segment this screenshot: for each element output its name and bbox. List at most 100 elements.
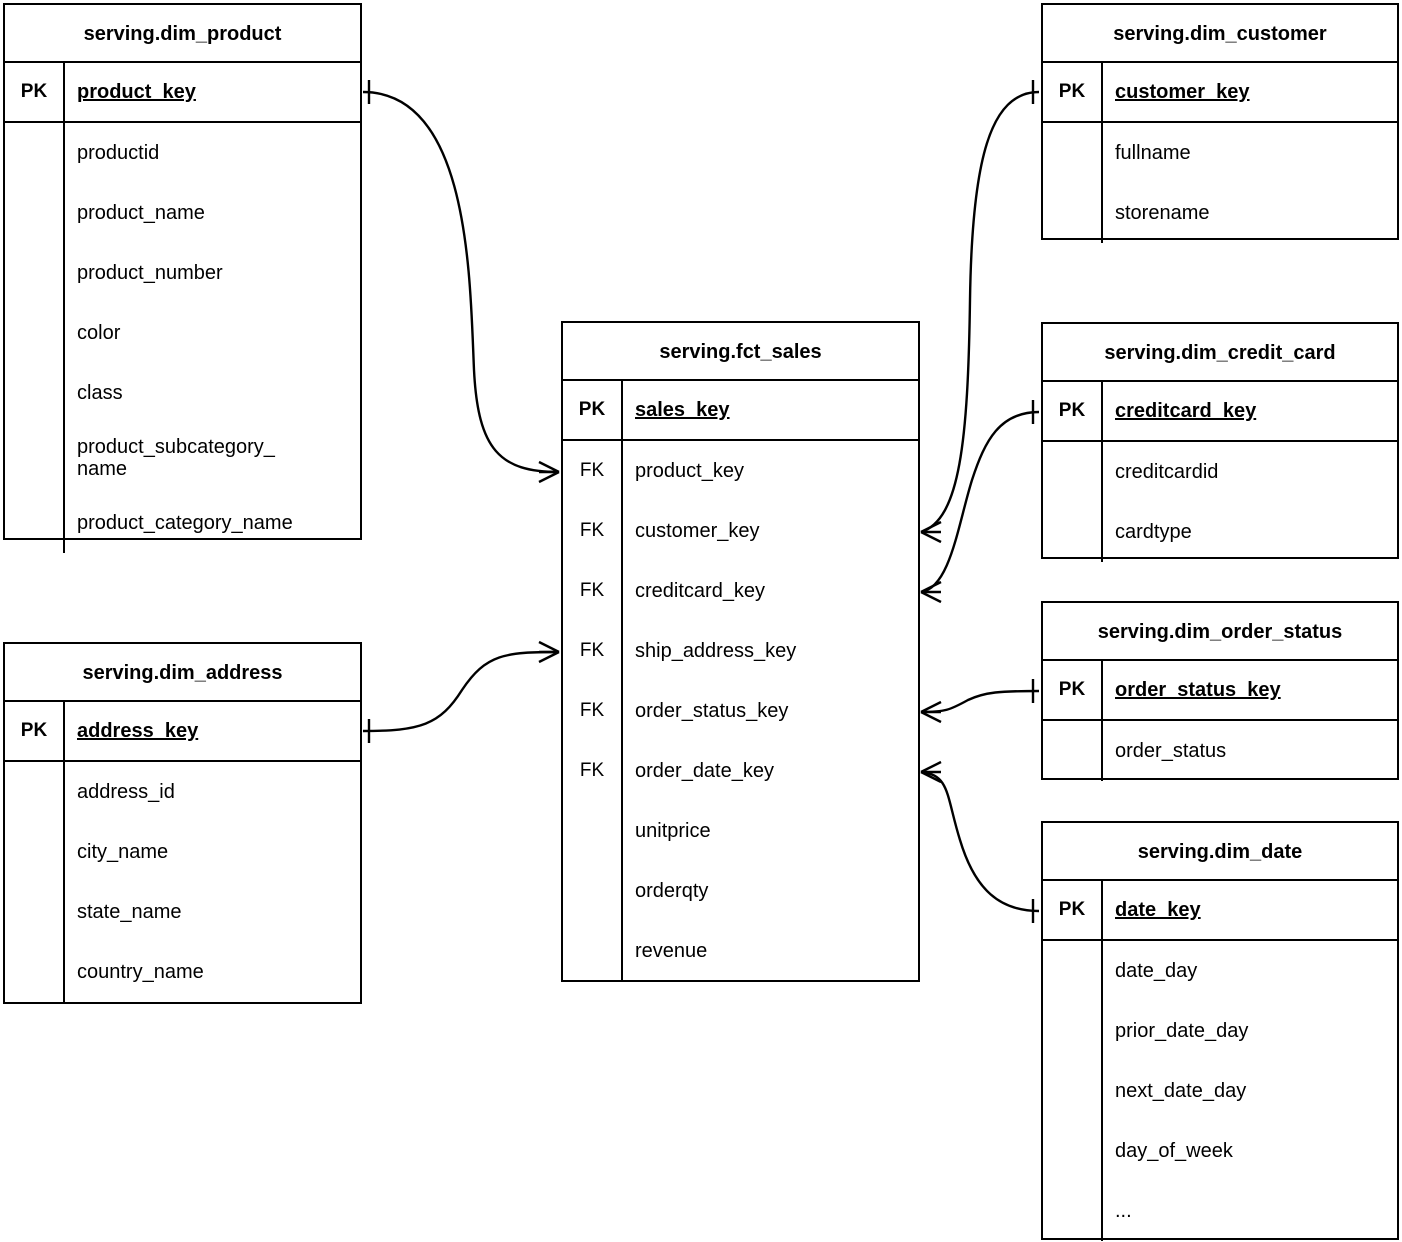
entity-title-fct-sales: serving.fct_sales [563,323,918,381]
measure-row: revenue [635,939,708,962]
attribute-block-dim-credit-card: creditcardid cardtype [1043,442,1397,562]
entity-title-dim-address: serving.dim_address [5,644,360,702]
fk-row-customer-key[interactable]: FK customer_key [563,501,918,561]
attribute-row: ... [1115,1199,1132,1222]
attribute-block-dim-date: date_day prior_date_day next_date_day da… [1043,941,1397,1241]
relationship-creditcard-to-sales [920,400,1040,604]
fk-row-order-date-key[interactable]: FK order_date_key [563,741,918,801]
attribute-block-dim-order-status: order_status [1043,721,1397,781]
attribute-list: address_id city_name state_name country_… [65,762,360,1002]
entity-title-dim-order-status: serving.dim_order_status [1043,603,1397,661]
entity-fct-sales[interactable]: serving.fct_sales PK sales_key FK produc… [561,321,920,982]
attribute-row: product_category_name [77,511,293,534]
attribute-row: day_of_week [1115,1139,1233,1162]
fk-label: FK [563,561,623,621]
pk-label: PK [5,63,65,121]
entity-dim-customer[interactable]: serving.dim_customer PK customer_key ful… [1041,3,1399,243]
empty-key-column [1043,123,1103,243]
entity-dim-order-status[interactable]: serving.dim_order_status PK order_status… [1041,601,1399,781]
fk-field-name: ship_address_key [635,639,797,662]
pk-row-fct-sales[interactable]: PK sales_key [563,381,918,441]
pk-field-name: creditcard_key [1115,399,1257,422]
pk-row-dim-address[interactable]: PK address_key [5,702,360,762]
fk-label: FK [563,681,623,741]
entity-title-dim-customer: serving.dim_customer [1043,5,1397,63]
pk-row-dim-date[interactable]: PK date_key [1043,881,1397,941]
pk-row-dim-order-status[interactable]: PK order_status_key [1043,661,1397,721]
measure-block-fct-sales: unitprice orderqty revenue [563,801,918,981]
entity-title-dim-date: serving.dim_date [1043,823,1397,881]
pk-field-name: product_key [77,80,196,103]
attribute-row: order_status [1115,739,1227,762]
relationship-orderstatus-to-sales [920,679,1040,724]
attribute-block-dim-customer: fullname storename [1043,123,1397,243]
attribute-list: creditcardid cardtype [1103,442,1397,562]
entity-title-dim-credit-card: serving.dim_credit_card [1043,324,1397,382]
attribute-row: productid [77,141,160,164]
pk-label: PK [563,381,623,439]
pk-label: PK [1043,382,1103,440]
empty-key-column [1043,442,1103,562]
attribute-row: address_id [77,780,175,803]
empty-key-column [1043,941,1103,1241]
relationship-product-to-sales [362,80,560,484]
fk-row-ship-address-key[interactable]: FK ship_address_key [563,621,918,681]
entity-dim-date[interactable]: serving.dim_date PK date_key date_day pr… [1041,821,1399,1241]
measure-row: unitprice [635,819,711,842]
pk-label: PK [5,702,65,760]
attribute-row: date_day [1115,959,1198,982]
pk-row-dim-credit-card[interactable]: PK creditcard_key [1043,382,1397,442]
attribute-list: order_status [1103,721,1397,781]
pk-field-name: customer_key [1115,80,1250,103]
fk-field-name: customer_key [635,519,760,542]
attribute-row: fullname [1115,141,1191,164]
attribute-row: class [77,381,123,404]
pk-row-dim-customer[interactable]: PK customer_key [1043,63,1397,123]
attribute-row: state_name [77,900,182,923]
empty-key-column [5,123,65,553]
fk-label: FK [563,501,623,561]
attribute-block-dim-product: productid product_name product_number co… [5,123,360,553]
attribute-list: productid product_name product_number co… [65,123,360,553]
pk-field-name: address_key [77,719,199,742]
relationship-customer-to-sales [920,80,1040,544]
attribute-row: cardtype [1115,520,1192,543]
entity-dim-product[interactable]: serving.dim_product PK product_key produ… [3,3,362,553]
relationship-address-to-sales [362,640,560,743]
pk-label: PK [1043,881,1103,939]
pk-field-name: sales_key [635,398,730,421]
fk-field-name: product_key [635,459,744,482]
fk-field-name: order_status_key [635,699,789,722]
measure-list: unitprice orderqty revenue [623,801,918,981]
attribute-row: product_subcategory_ name [77,435,275,480]
attribute-list: fullname storename [1103,123,1397,243]
empty-key-column [1043,721,1103,781]
measure-row: orderqty [635,879,709,902]
empty-key-column [5,762,65,1002]
fk-field-name: creditcard_key [635,579,766,602]
entity-dim-credit-card[interactable]: serving.dim_credit_card PK creditcard_ke… [1041,322,1399,562]
pk-label: PK [1043,661,1103,719]
fk-row-order-status-key[interactable]: FK order_status_key [563,681,918,741]
fk-row-product-key[interactable]: FK product_key [563,441,918,501]
attribute-row: creditcardid [1115,460,1219,483]
pk-row-dim-product[interactable]: PK product_key [5,63,360,123]
pk-field-name: date_key [1115,898,1201,921]
attribute-row: product_number [77,261,223,284]
attribute-row: product_name [77,201,205,224]
attribute-row: country_name [77,960,204,983]
pk-label: PK [1043,63,1103,121]
entity-dim-address[interactable]: serving.dim_address PK address_key addre… [3,642,362,1004]
attribute-list: date_day prior_date_day next_date_day da… [1103,941,1397,1241]
attribute-row: storename [1115,201,1210,224]
attribute-row: color [77,321,121,344]
empty-key-column [563,801,623,981]
attribute-row: next_date_day [1115,1079,1247,1102]
fk-field-name: order_date_key [635,759,774,782]
fk-row-creditcard-key[interactable]: FK creditcard_key [563,561,918,621]
pk-field-name: order_status_key [1115,678,1281,701]
attribute-block-dim-address: address_id city_name state_name country_… [5,762,360,1002]
attribute-row: city_name [77,840,169,863]
fk-label: FK [563,741,623,801]
